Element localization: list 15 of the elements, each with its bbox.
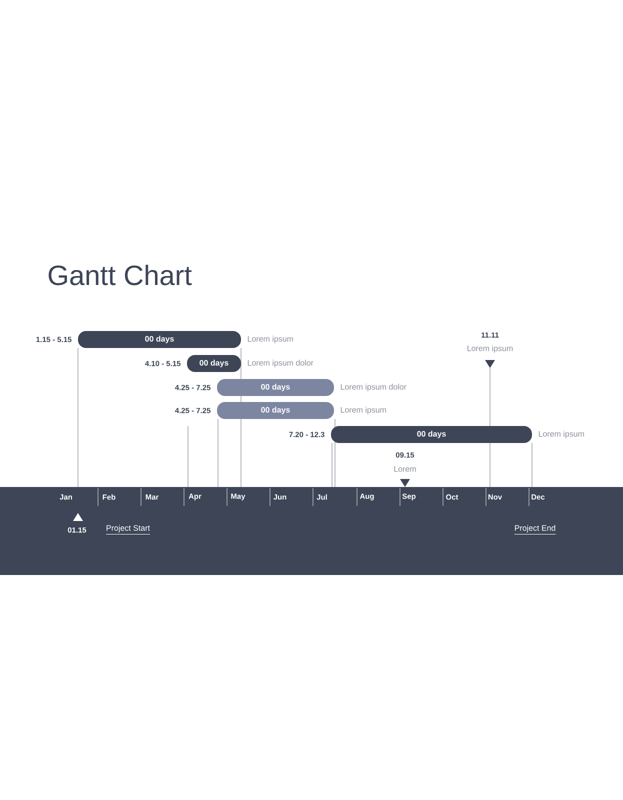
task-bar: 00 days bbox=[217, 402, 334, 419]
title: Gantt Chart bbox=[48, 264, 192, 286]
task-description: Lorem ipsum dolor bbox=[340, 384, 406, 392]
task-bar: 00 days bbox=[331, 426, 532, 443]
task-bar: 00 days bbox=[187, 355, 241, 372]
task-description: Lorem ipsum bbox=[248, 336, 293, 344]
link-text: Project Start bbox=[106, 524, 150, 535]
task-description: Lorem ipsum dolor bbox=[248, 360, 314, 368]
milestone-label: Lorem bbox=[394, 466, 416, 472]
task-bar: 00 days bbox=[217, 379, 334, 396]
link-text: Project End bbox=[514, 524, 556, 535]
task-bar: 00 days bbox=[78, 331, 241, 348]
task-description: Lorem ipsum bbox=[538, 430, 584, 438]
task-description: Lorem ipsum bbox=[340, 406, 386, 414]
milestone-label: Lorem ipsum bbox=[468, 345, 513, 353]
